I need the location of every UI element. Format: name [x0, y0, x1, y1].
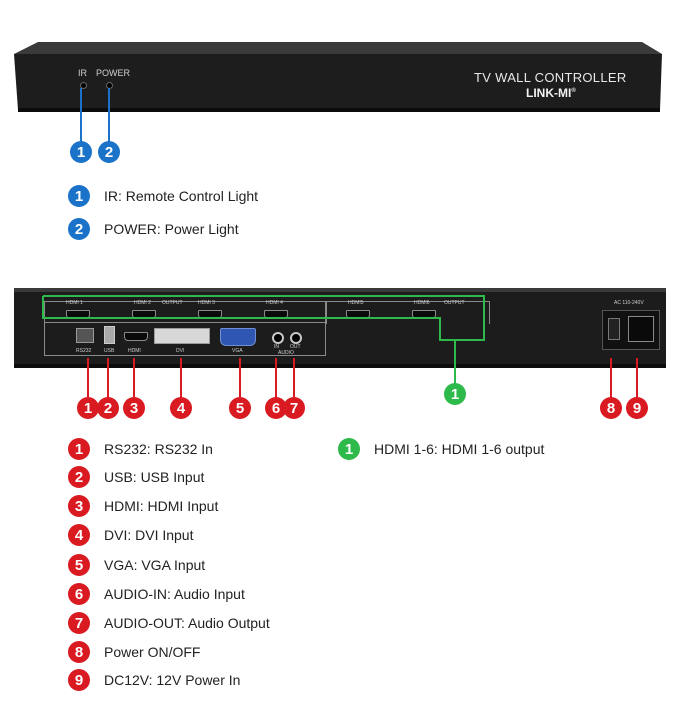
- legend-text-hdmi: HDMI: HDMI Input: [104, 498, 219, 514]
- legend-text-power: POWER: Power Light: [104, 221, 239, 237]
- device-title: TV WALL CONTROLLER: [474, 70, 627, 85]
- legend-badge-dc12v: 9: [68, 669, 90, 691]
- label-hdmi1: HDMI 1: [66, 300, 83, 306]
- legend-badge-audio-out: 7: [68, 612, 90, 634]
- label-dvi: DVI: [176, 348, 185, 354]
- brand-logo: LINK-MI®: [526, 86, 576, 100]
- label-rs232: RS232: [76, 348, 92, 354]
- legend-badge-hdmi: 3: [68, 495, 90, 517]
- power-switch: [608, 318, 620, 340]
- legend-badge-ir: 1: [68, 185, 90, 207]
- legend-badge-dvi: 4: [68, 524, 90, 546]
- callout-badge-rs232: 1: [77, 397, 99, 419]
- callout-line-ir: [80, 88, 82, 142]
- label-hdmi2: HDMI 2: [134, 300, 151, 306]
- legend-badge-usb: 2: [68, 466, 90, 488]
- legend-text-power-switch: Power ON/OFF: [104, 644, 201, 660]
- rs232-port: [76, 328, 94, 343]
- legend-badge-vga: 5: [68, 554, 90, 576]
- legend-text-hdmi-outputs: HDMI 1-6: HDMI 1-6 output: [374, 441, 545, 457]
- callout-badge-power: 2: [98, 141, 120, 163]
- front-panel-shape: [14, 42, 662, 112]
- input-group-frame: [44, 322, 326, 356]
- label-output2: OUTPUT: [444, 300, 465, 306]
- legend-text-ir: IR: Remote Control Light: [104, 188, 259, 204]
- power-inlet: [628, 316, 654, 342]
- callout-line-power: [108, 88, 110, 142]
- ir-label: IR: [78, 68, 87, 78]
- audio-out-port: [290, 332, 302, 344]
- brand-name: LINK-MI: [526, 86, 572, 100]
- label-vga: VGA: [232, 348, 243, 354]
- audio-in-port: [272, 332, 284, 344]
- legend-text-audio-out: AUDIO-OUT: Audio Output: [104, 615, 270, 631]
- label-hdmi3: HDMI 3: [198, 300, 215, 306]
- label-hdmi5: HDMI5: [348, 300, 364, 306]
- callout-badge-hdmi-outputs: 1: [444, 383, 466, 405]
- legend-text-rs232: RS232: RS232 In: [104, 441, 213, 457]
- brand-mark: ®: [571, 88, 576, 94]
- callout-badge-audio-in: 6: [265, 397, 287, 419]
- legend-text-usb: USB: USB Input: [104, 469, 205, 485]
- label-usb: USB: [104, 348, 115, 354]
- callout-badge-dc12v: 9: [626, 397, 648, 419]
- callout-badge-usb: 2: [97, 397, 119, 419]
- legend-text-vga: VGA: VGA Input: [104, 557, 206, 573]
- legend-text-audio-in: AUDIO-IN: Audio Input: [104, 586, 245, 602]
- callout-badge-ir: 1: [70, 141, 92, 163]
- legend-badge-rs232: 1: [68, 438, 90, 460]
- label-audio: AUDIO: [278, 350, 294, 356]
- label-ac: AC 110-240V: [614, 300, 644, 306]
- output-group-frame-2: [326, 301, 490, 324]
- label-hdmi-in: HDMI: [128, 348, 141, 354]
- legend-badge-power-switch: 8: [68, 641, 90, 663]
- power-label: POWER: [96, 68, 131, 78]
- callout-badge-vga: 5: [229, 397, 251, 419]
- green-frame: [42, 295, 485, 341]
- rear-panel-image: HDMI 1 HDMI 2 OUTPUT HDMI 3 HDMI 4 HDMI5…: [14, 288, 666, 368]
- rear-panel-bottom-edge: [14, 364, 666, 368]
- dvi-port: [154, 328, 210, 344]
- vga-port: [220, 328, 256, 346]
- label-audio-out: OUT: [290, 344, 301, 350]
- ir-led: [80, 82, 87, 89]
- rear-panel-top-edge: [14, 288, 666, 292]
- usb-port: [104, 326, 115, 344]
- label-hdmi4: HDMI 4: [266, 300, 283, 306]
- legend-badge-power: 2: [68, 218, 90, 240]
- callout-badge-power-switch: 8: [600, 397, 622, 419]
- label-audio-in: IN: [274, 344, 279, 350]
- hdmi-input-port: [124, 332, 148, 341]
- callout-badge-audio-out: 7: [283, 397, 305, 419]
- legend-text-dvi: DVI: DVI Input: [104, 527, 194, 543]
- callout-badge-hdmi: 3: [123, 397, 145, 419]
- callout-badge-dvi: 4: [170, 397, 192, 419]
- output-group-frame: [44, 301, 326, 324]
- label-hdmi6: HDMI6: [414, 300, 430, 306]
- legend-badge-audio-in: 6: [68, 583, 90, 605]
- legend-badge-hdmi-outputs: 1: [338, 438, 360, 460]
- label-output1: OUTPUT: [162, 300, 183, 306]
- front-panel-image: IR POWER TV WALL CONTROLLER LINK-MI®: [10, 36, 670, 114]
- legend-text-dc12v: DC12V: 12V Power In: [104, 672, 241, 688]
